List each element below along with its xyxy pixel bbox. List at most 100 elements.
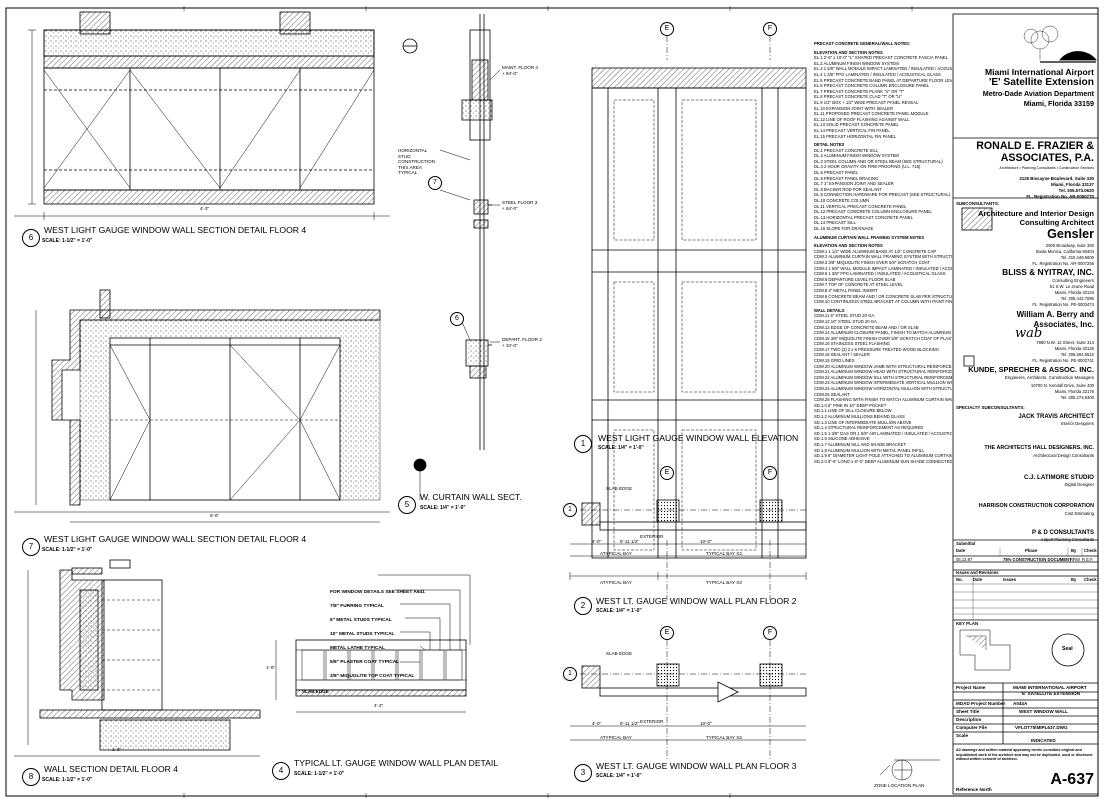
note-line: DL.15 SLOPE FOR DRAINAGE — [814, 226, 874, 231]
detail-8-drawing — [14, 559, 261, 757]
wab-address-1: 7950 N.W. 12 Street, Suite 314 — [1036, 340, 1094, 345]
note-line: CDW.6 DEPARTURE LEVEL FLOOR SLAB — [814, 276, 896, 282]
note-line: DL.4 2 HOUR GRAVITY ON FIRE PROOFING (U.… — [814, 164, 921, 170]
latimore-name: C.J. LATIMORE STUDIO — [1023, 474, 1094, 481]
note-line: SD.1.9 8" DIAMETER LIGHT POLE ATTACHED T… — [814, 453, 952, 459]
atypical-bay-plan3: ATYPICAL BAY — [600, 735, 632, 740]
col-date-2: Date — [973, 577, 983, 582]
note-line: EL.8 PRECAST CONCRETE CLAD "T" OR "U" — [814, 94, 902, 100]
note-line: CDW.1 1 1/2" WIDE ALUMINUM BAND AT 1/2" … — [814, 248, 937, 254]
callout-10-studs: 10" METAL STUDS TYPICAL — [330, 632, 395, 637]
note-line: CDW.5 1 3/8" FPG LAMINATED / INSULATED /… — [814, 271, 946, 277]
note-line: EL.6 PRECAST CONCRETE COLUMN ENCLOSURE P… — [814, 83, 930, 89]
bliss-address-1: 51 S.W. Le Jeune Road — [1049, 284, 1094, 289]
grid-f-plan2: F — [763, 466, 777, 480]
department: Metro-Dade Aviation Department — [982, 89, 1094, 98]
detail-8-scale: SCALE: 1-1/2" = 1'-0" — [42, 777, 93, 783]
submittal-check: R.E.F. — [1082, 557, 1094, 562]
detail-5-scale: SCALE: 1/4" = 1'-0" — [420, 505, 466, 511]
col-no: No. — [956, 577, 963, 582]
gensler-address-2: Santa Monica, California 90404 — [1035, 249, 1094, 254]
detail-1-number: 1 — [574, 435, 592, 453]
note-line: CDW.13 EDGE OF CONCRETE BEAM AND / OR SL… — [814, 324, 919, 330]
steel-floor-elev: + 64'-0" — [502, 206, 518, 211]
typical-bay-plan2: TYPICAL BAY X2 — [706, 551, 742, 556]
note-line: SD.1.6 SILICONE ADHESIVE — [814, 436, 870, 442]
note-line: EL.3 1 5/8" WALL MODULE IMPACT LAMINATED… — [814, 66, 952, 72]
bliss-address-3: Tel. 305.442.7086 — [1060, 296, 1094, 301]
firm-name-2: ASSOCIATES, P.A. — [1000, 152, 1094, 164]
note-line: EL.13 SOLID PRECAST CONCRETE PANEL — [814, 122, 899, 128]
detail-1-drawing — [569, 36, 807, 580]
pname-value-2: 'E' SATELLITE EXTENSION — [1021, 691, 1081, 696]
pd-name: P & D CONSULTANTS — [1031, 530, 1094, 536]
grid-f-elev: F — [763, 22, 777, 36]
note-line: CDW.7 TOP OF CONCRETE AT STEEL LEVEL — [814, 282, 903, 288]
section-6-marker: 6 — [450, 312, 464, 326]
note-line: SD.1.7 ALUMINUM SILL AND SHADE BRACKET — [814, 441, 906, 447]
note-line: DL.10 CONCRETE COLUMN — [814, 198, 870, 204]
harrison-subtitle: Cost Estimating — [1064, 511, 1094, 516]
note-line: EL.15 PRECAST HORIZONTAL FIN PANEL — [814, 133, 896, 139]
detail-4-scale: SCALE: 1-1/2" = 1'-0" — [294, 771, 345, 777]
note-line: CDW.18 SEALANT / SEALER — [814, 352, 870, 358]
note-line: CDW.24 ALUMINUM WINDOW HORIZONTAL MULLIO… — [814, 386, 952, 392]
grid-e-plan3: E — [660, 626, 674, 640]
note-line: CDW.15 3/8" MIQUOLITE FINISH OVER 5/8" S… — [814, 335, 952, 341]
kunde-address-2: Miami, Florida 33176 — [1054, 389, 1094, 394]
wab-name-2: Associates, Inc. — [1033, 320, 1094, 329]
archhall-name: THE ARCHITECTS HALL DESIGNERS, INC. — [984, 445, 1094, 451]
note-line: CDW.16 STAINLESS STEEL FLASHING — [814, 341, 890, 347]
typical-bay-label: TYPICAL BAY X2 — [706, 580, 742, 585]
maint-floor-elev: + 84'-0" — [502, 71, 518, 76]
detail-2-scale: SCALE: 1/4" = 1'-0" — [596, 608, 642, 614]
note-heading: WALL DETAILS — [814, 307, 845, 313]
pname-value: MIAMI INTERNATIONAL AIRPORT — [1013, 685, 1087, 690]
dim-1-6-plan: 1'-6" — [266, 665, 276, 670]
detail-2-number: 2 — [574, 597, 592, 615]
latimore-subtitle: Digital Designer — [1064, 482, 1094, 487]
bliss-registration: FL. Registration No. PE-0003474 — [1032, 302, 1094, 307]
slab-edge-plan2: SLAB EDGE — [606, 486, 633, 491]
issues-heading: Issues and Revisions — [956, 570, 999, 575]
detail-8-number: 8 — [22, 768, 40, 786]
zone-plan-label: ZONE LOCATION PLAN — [874, 783, 925, 788]
detail-7-number: 7 — [22, 538, 40, 556]
wab-name-1: William A. Berry and — [1016, 310, 1094, 319]
note-line: CDW.26 FLASHING WITH FINISH TO MATCH ALU… — [814, 397, 952, 403]
detail-3-title: WEST LT. GAUGE WINDOW WALL PLAN FLOOR 3 — [596, 761, 797, 771]
seal-label: Seal — [1062, 646, 1073, 652]
city: Miami, Florida 33159 — [1023, 99, 1094, 108]
note-line: DL.9 CONNECTION HARDWARE FOR PRECAST (SE… — [814, 192, 951, 198]
bliss-subtitle: Consulting Engineers — [1052, 278, 1094, 283]
note-line: SD.1.1 LINE OF SILL CLOSURE BELOW — [814, 408, 892, 414]
kunde-subtitle: Engineers, Architects, Construction Mana… — [1004, 375, 1094, 380]
reference-north: Reference North — [956, 787, 992, 792]
general-notes: PRECAST CONCRETE GENERAL/WALL NOTES:ELEV… — [814, 38, 952, 598]
detail-8-title: WALL SECTION DETAIL FLOOR 4 — [44, 764, 179, 774]
bliss-address-2: Miami, Florida 33134 — [1054, 290, 1094, 295]
note-line: EL.4 1 3/8" FPG LAMINATED / INSULATED / … — [814, 71, 941, 77]
detail-5-number: 5 — [398, 496, 416, 514]
note-line: SD.1.0 6" PINE IN 10" DEEP POCKET — [814, 402, 887, 408]
gensler-address-3: Tel. 310.449.5600 — [1060, 255, 1094, 260]
detail-1-scale: SCALE: 1/4" = 1'-0" — [598, 445, 644, 451]
typical-bay-plan3: TYPICAL BAY X2 — [706, 735, 742, 740]
note-line: SD.2.0 6"-6" LONG x 6"-0" DEEP ALUMINUM … — [814, 458, 952, 464]
note-line: SD.1.2 ALUMINUM MULLIONS BEHIND GLASS — [814, 414, 905, 419]
note-line: CDW.12 10" STEEL STUD 20 GA. — [814, 318, 878, 324]
dim-1-8: 1'-8" — [112, 747, 122, 752]
note-line: DL.13 HORIZONTAL PRECAST CONCRETE PANEL — [814, 214, 913, 220]
kunde-name: KUNDE, SPRECHER & ASSOC. INC. — [968, 365, 1094, 374]
cfile-value: VFLOT75\MIPL637.DWG — [1015, 725, 1068, 730]
callout-window-details: FOR WINDOW DETAILS SEE SHEET A641 — [330, 590, 425, 595]
callout-furring: 7/8" FURRING TYPICAL — [330, 604, 384, 609]
note-line: CDW.22 ALUMINUM WINDOW SILL WITH STRUCTU… — [814, 374, 952, 380]
note-line: DL.2 ALUMINUM FINISH WINDOW SYSTEM — [814, 153, 899, 159]
gensler-name: Gensler — [1047, 227, 1094, 241]
detail-3-scale: SCALE: 1/4" = 1'-0" — [596, 773, 642, 779]
note-line: CDW.17 TWO (2) 2 x 6 PRESSURE TREATED WO… — [814, 346, 939, 352]
note-line: EL.14 PRECAST VERTICAL FIN PANEL — [814, 127, 890, 133]
detail-2-drawing — [570, 499, 807, 600]
note-line: EL.9 1/2" BOX + 1/2" WIDE PRECAST PANEL … — [814, 99, 919, 105]
